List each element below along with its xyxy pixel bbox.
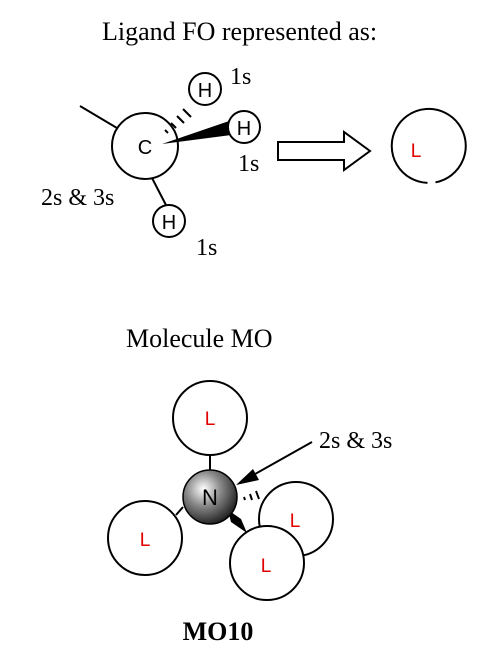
nitrogen-atom-sphere — [182, 469, 238, 525]
ligand-symbol-label: L — [290, 511, 301, 532]
hydrogen-orbital-circle — [227, 110, 261, 144]
hydrogen-orbital-circle — [188, 72, 222, 106]
bond-line — [175, 506, 184, 516]
molecule-section-title: Molecule MO — [126, 324, 273, 353]
hydrogen-orbital-label: 1s — [238, 151, 259, 177]
wedge-bond — [162, 119, 239, 144]
ligand-section-title: Ligand FO represented as: — [102, 17, 377, 46]
bond-line — [79, 105, 123, 132]
carbon-atom-label: C — [138, 137, 152, 159]
arrow-right-icon — [277, 130, 372, 172]
nitrogen-orbital-label: 2s & 3s — [319, 428, 392, 454]
hydrogen-orbital-label: 1s — [196, 235, 217, 261]
carbon-orbital-label: 2s & 3s — [41, 185, 114, 211]
hydrogen-atom-label: H — [198, 80, 212, 102]
hashed-bond — [164, 108, 192, 134]
hashed-bond — [243, 490, 260, 501]
arrow-head-icon — [236, 469, 259, 485]
ligand-symbol-label: L — [205, 409, 216, 430]
pointer-arrow-line — [247, 441, 313, 479]
hydrogen-atom-label: H — [237, 118, 251, 140]
ligand-symbol-label: L — [261, 556, 272, 577]
wedge-bond — [228, 510, 247, 533]
molecular-orbital-caption: MO10 — [183, 617, 254, 646]
hydrogen-atom-label: H — [162, 212, 176, 234]
ligand-symbol-label: L — [411, 141, 422, 162]
nitrogen-atom-label: N — [202, 485, 218, 510]
plain-bond — [151, 177, 168, 208]
carbon-orbital-circle — [111, 112, 179, 180]
ligand-orbital-circle — [390, 107, 467, 184]
ligand-symbol-label: L — [140, 530, 151, 551]
hydrogen-orbital-circle — [152, 204, 186, 238]
hydrogen-orbital-label: 1s — [230, 64, 251, 90]
ligand-orbital-circle — [229, 525, 305, 601]
ligand-orbital-circle — [107, 500, 183, 576]
